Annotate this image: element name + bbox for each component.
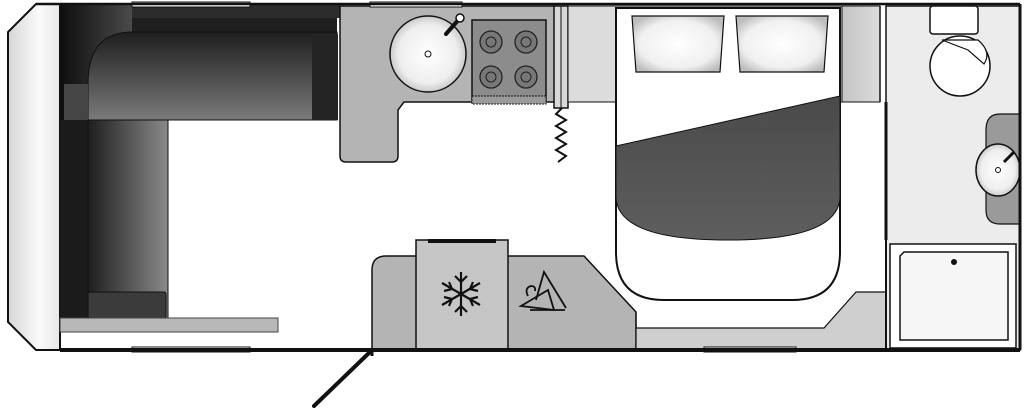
shower-tray bbox=[899, 251, 1009, 341]
kitchen-sink-drain bbox=[424, 50, 432, 58]
pillow-right bbox=[735, 15, 829, 73]
washbasin-tap bbox=[1002, 150, 1016, 164]
burner-ring bbox=[485, 71, 497, 83]
washbasin-icon bbox=[975, 113, 1021, 225]
front-lounge bbox=[59, 1, 340, 353]
shower-icon bbox=[889, 243, 1017, 349]
burner-ring bbox=[485, 36, 497, 48]
toilet-cistern bbox=[929, 5, 979, 35]
pillow-left bbox=[631, 15, 725, 73]
lounge-seat-end bbox=[312, 34, 338, 120]
hob-icon bbox=[471, 19, 547, 105]
burner bbox=[479, 30, 503, 54]
front-wall bbox=[7, 3, 61, 351]
washroom bbox=[884, 5, 1021, 351]
outer-walls bbox=[36, 2, 1022, 352]
oven-grill-edge bbox=[471, 95, 547, 105]
burner bbox=[514, 30, 538, 54]
sink-icon bbox=[389, 13, 467, 93]
washbasin-drain bbox=[995, 167, 1001, 173]
fridge-vent bbox=[428, 239, 496, 243]
folding-door bbox=[554, 107, 568, 163]
lounge-shelf bbox=[59, 317, 279, 333]
hanger-icon bbox=[518, 269, 567, 312]
bed-duvet bbox=[615, 95, 841, 241]
toilet-icon bbox=[929, 5, 991, 97]
lounge-seat-footrest bbox=[87, 291, 167, 319]
snowflake-icon bbox=[441, 272, 481, 316]
entrance-door[interactable] bbox=[312, 350, 372, 408]
shower-drain bbox=[951, 259, 957, 265]
lounge-side-back bbox=[60, 120, 88, 318]
lounge-corner-cushion bbox=[64, 84, 88, 120]
fridge-wardrobe-unit bbox=[371, 239, 637, 351]
burner-ring bbox=[520, 71, 532, 83]
kitchen bbox=[339, 1, 557, 163]
double-bed bbox=[615, 7, 841, 301]
lounge-top-seat bbox=[87, 31, 338, 121]
bedside-wardrobe bbox=[841, 5, 881, 103]
burner bbox=[479, 65, 503, 89]
hob bbox=[471, 19, 547, 101]
kitchen-tap-head bbox=[455, 13, 465, 23]
bedroom-partition bbox=[553, 5, 569, 163]
burner bbox=[514, 65, 538, 89]
lounge-backrest-top bbox=[132, 18, 337, 32]
lounge-side-seat bbox=[87, 119, 169, 319]
burner-ring bbox=[520, 36, 532, 48]
toilet-seat-hinge bbox=[941, 39, 988, 65]
